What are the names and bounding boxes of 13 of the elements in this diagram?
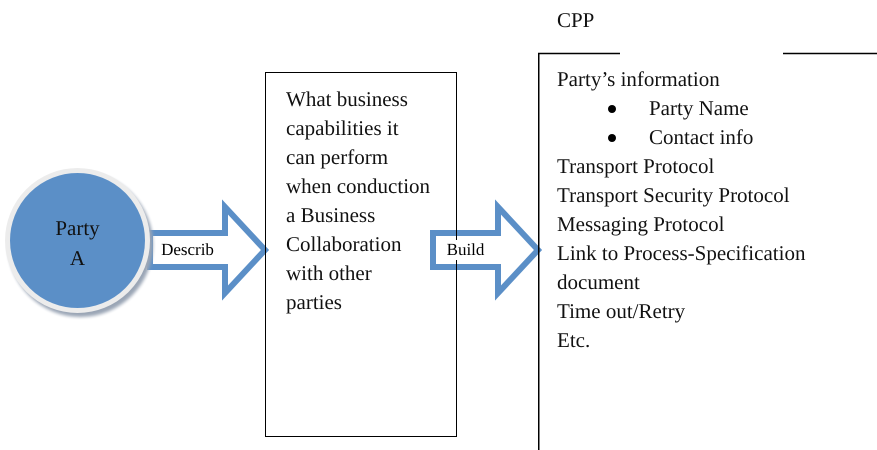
list-item: Transport Security Protocol — [557, 182, 791, 209]
list-item: Time out/Retry — [557, 298, 686, 325]
list-item: Etc. — [557, 327, 592, 354]
list-item: Party’s information — [557, 66, 721, 93]
node-label: Party A — [54, 215, 101, 272]
box-text: What business capabilities it can perform when conduction a Business Collaboration with other parties — [286, 86, 432, 316]
list-item: Contact info — [649, 124, 754, 151]
edge-label: Build — [444, 240, 486, 260]
list-item: Link to Process-Specification document — [557, 240, 806, 296]
list-item: Transport Protocol — [557, 153, 716, 180]
panel-heading: CPP — [557, 7, 594, 34]
list-item: Messaging Protocol — [557, 211, 726, 238]
list-item: Party Name — [649, 95, 749, 122]
